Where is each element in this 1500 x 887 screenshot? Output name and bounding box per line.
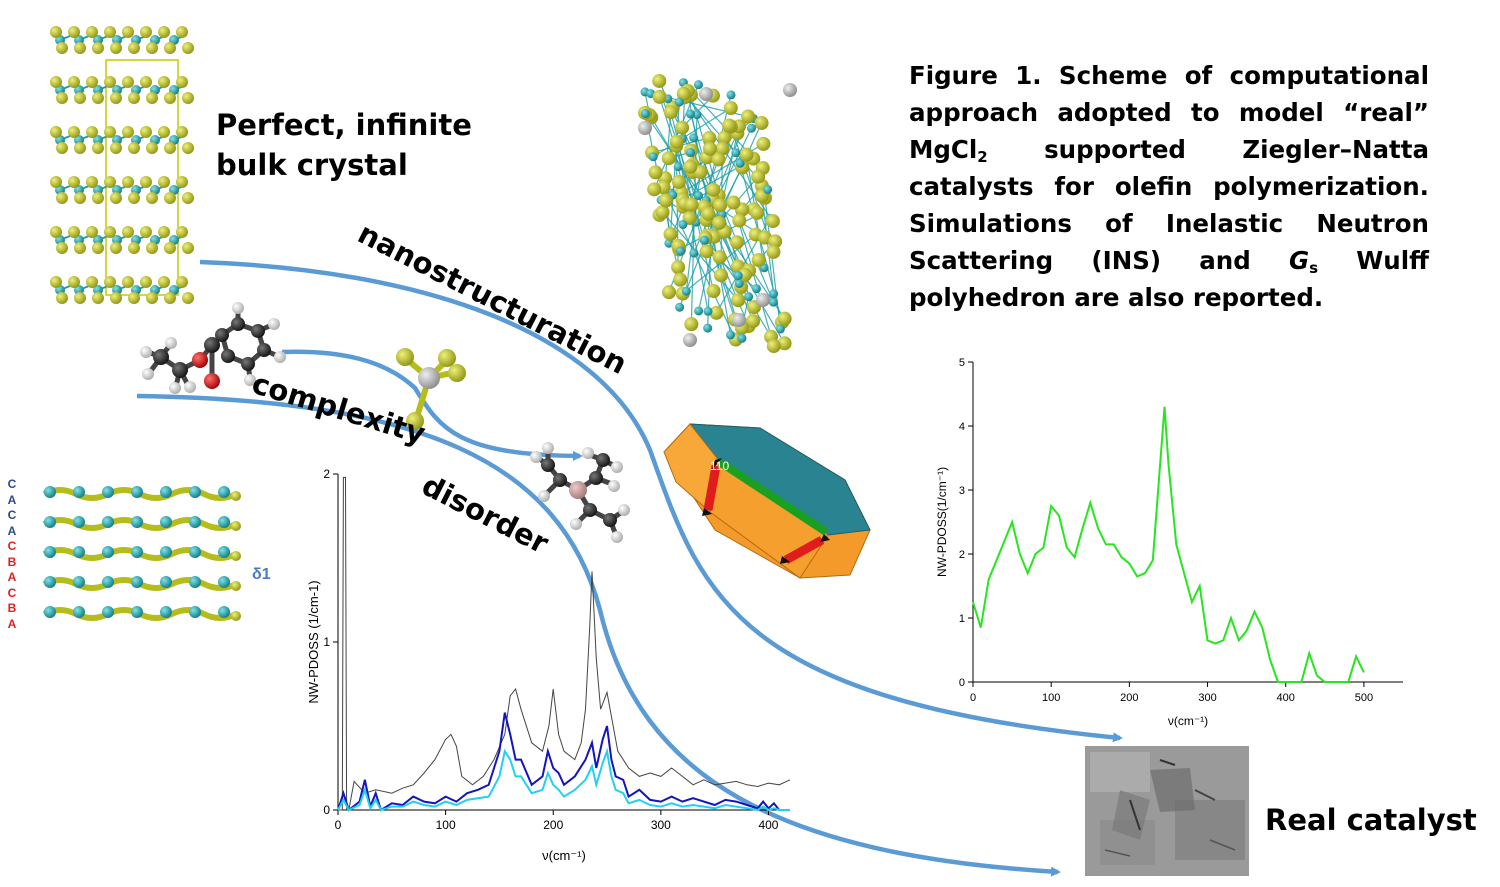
bulk-crystal-image (50, 26, 194, 304)
x-axis-label: ν(cm⁻¹) (542, 848, 586, 863)
x-tick-label: 300 (1198, 692, 1216, 704)
stacking-letter: B (7, 554, 17, 569)
caption-gs-subscript: s (1309, 259, 1319, 277)
x-tick-label: 100 (1042, 692, 1060, 704)
stacking-letter: C (7, 477, 17, 491)
x-tick-label: 200 (543, 818, 563, 832)
y-tick-label: 3 (959, 485, 965, 497)
caption-part1: Figure 1. Scheme of computational approa… (909, 61, 1429, 164)
wulff-polyhedron (663, 423, 871, 579)
stacking-letter: A (7, 570, 17, 584)
x-tick-label: 400 (1277, 692, 1295, 704)
bulk-label-line1: Perfect, infinite (216, 108, 472, 142)
y-tick-label: 1 (323, 635, 330, 649)
caption-part3: Wulff polyhedron are also reported. (909, 246, 1429, 312)
stacking-letter: A (7, 523, 17, 538)
series-line-dark-blue (337, 712, 790, 812)
y-tick-label: 2 (959, 549, 965, 561)
y-axis-label: NW-PDOSS(1/cm⁻¹) (935, 467, 949, 577)
y-tick-label: 0 (323, 803, 330, 817)
x-tick-label: 100 (436, 818, 456, 832)
triethylaluminium-molecule (530, 442, 630, 543)
x-tick-label: 400 (758, 818, 778, 832)
x-tick-label: 0 (335, 818, 342, 832)
bulk-label-line2: bulk crystal (216, 148, 408, 182)
y-tick-label: 0 (959, 677, 965, 689)
ticl4-molecule (396, 348, 466, 430)
figure-caption: Figure 1. Scheme of computational approa… (909, 57, 1429, 316)
x-tick-label: 300 (651, 818, 671, 832)
stacking-letter: C (7, 539, 17, 553)
series-line-gray (338, 476, 791, 811)
caption-gs-symbol: G (1289, 246, 1310, 275)
stacking-letter: B (7, 601, 17, 615)
y-axis-label: NW-PDOSS (1/cm-1) (306, 580, 321, 703)
series-line-cyan (337, 747, 790, 812)
stacking-letter: A (7, 492, 17, 507)
stacking-letter: C (7, 585, 17, 600)
caption-part2: supported Ziegler–Natta catalysts for ol… (909, 135, 1429, 275)
pdos-chart-right: 0 100 200 300 400 500 0 1 2 3 4 5 ν(cm⁻¹) NW-PDOSS(1/… (935, 357, 1403, 728)
real-catalyst-label: Real catalyst (1265, 803, 1477, 837)
series-line-green (972, 406, 1365, 683)
x-tick-label: 500 (1355, 692, 1373, 704)
tem-micrograph (1085, 746, 1249, 876)
ethyl-benzoate-molecule (140, 302, 286, 394)
stacking-letter: A (7, 616, 17, 631)
x-tick-label: 200 (1120, 692, 1138, 704)
x-tick-label: 0 (970, 692, 976, 704)
nanocrystal-image (638, 73, 797, 354)
y-tick-label: 2 (323, 467, 330, 481)
y-tick-label: 5 (959, 357, 965, 369)
complexity-arrow (281, 349, 583, 461)
x-axis-label: ν(cm⁻¹) (1168, 714, 1208, 728)
nanostructuration-arrow (199, 259, 1123, 743)
delta1-label: δ1 (252, 566, 271, 583)
delta1-crystal-image (42, 486, 241, 621)
pdos-chart-left: 0 100 200 300 400 0 1 2 ν(cm⁻¹) NW-PDOSS (1/cm-1) (306, 467, 791, 863)
y-tick-label: 1 (959, 613, 965, 625)
disorder-arrow (136, 393, 1061, 877)
stacking-letter: C (7, 508, 17, 522)
caption-subscript: 2 (977, 148, 988, 166)
facet-110-label: 110 (710, 459, 730, 473)
y-tick-label: 4 (959, 421, 965, 433)
bulk-crystal-label: Perfect, infinite bulk crystal (216, 105, 472, 185)
